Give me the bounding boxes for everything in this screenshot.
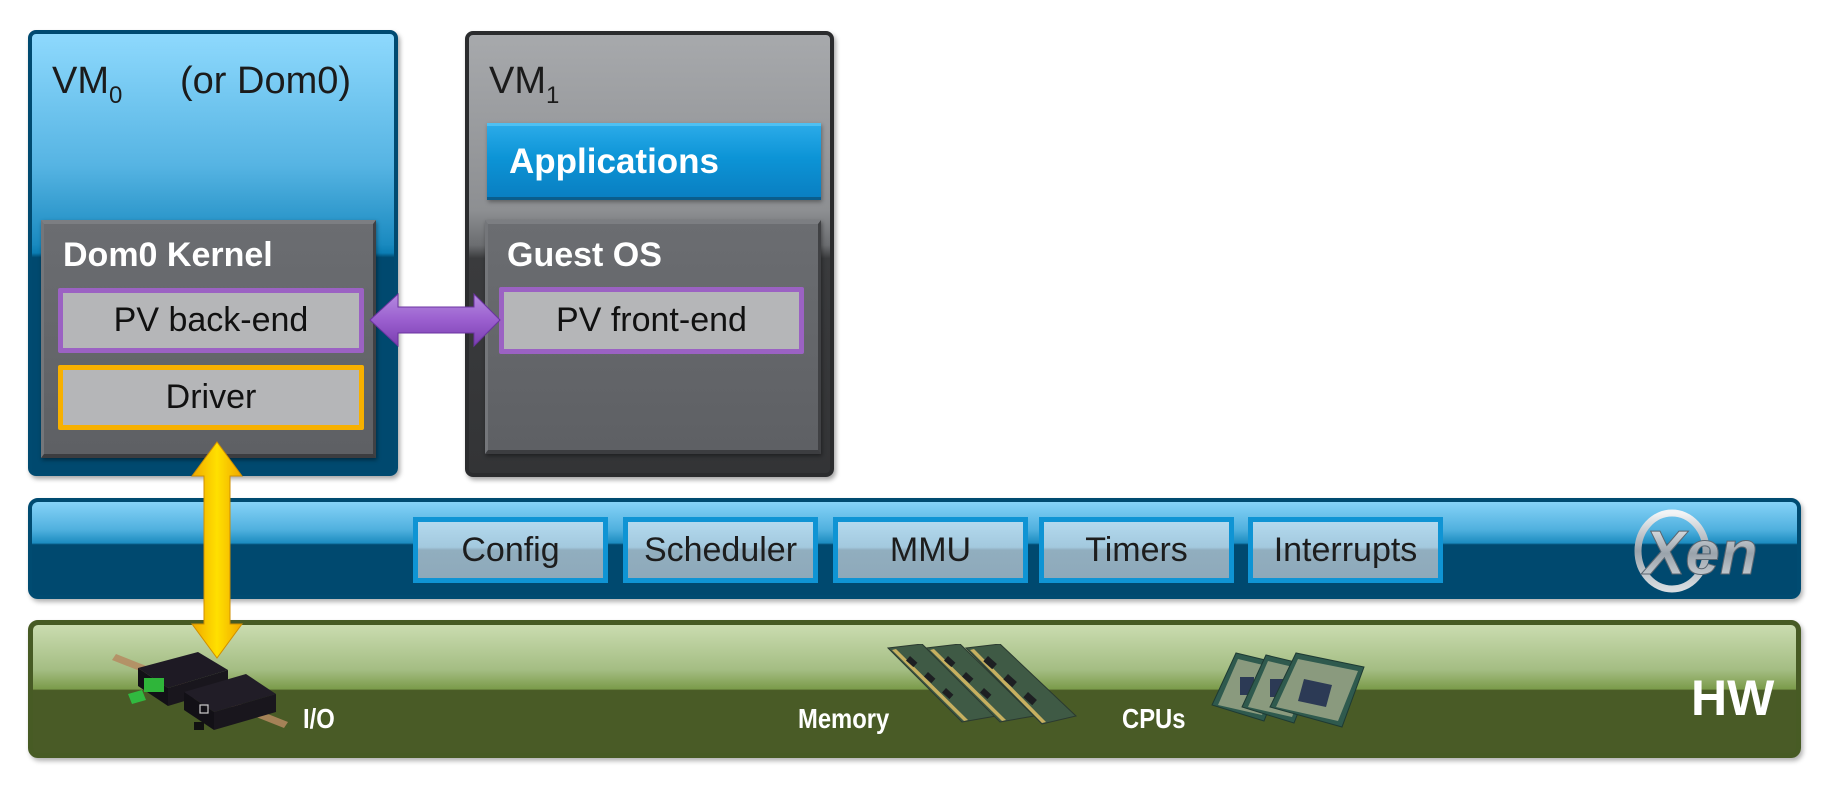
purple-double-arrow-icon <box>369 292 501 348</box>
vm1-title: VM1 <box>489 60 559 110</box>
xen-component-interrupts: Interrupts <box>1248 517 1443 583</box>
cpus-label: CPUs <box>1122 703 1186 734</box>
vm0-suffix: (or Dom0) <box>180 60 352 102</box>
pv-channel-arrow <box>369 292 501 348</box>
cpu-chips-icon <box>1211 652 1365 728</box>
xen-component-scheduler: Scheduler <box>623 517 818 583</box>
vm1-title-text: VM <box>489 60 546 102</box>
memory-label: Memory <box>798 703 890 734</box>
vm0-subscript: 0 <box>109 82 123 109</box>
dom0-kernel-title: Dom0 Kernel <box>63 236 273 274</box>
pv-backend-box: PV back-end <box>58 288 364 353</box>
xen-component-mmu: MMU <box>833 517 1028 583</box>
hardware-title: HW <box>1691 670 1775 726</box>
driver-io-arrow <box>191 441 243 659</box>
io-label: I/O <box>303 703 335 734</box>
driver-box: Driver <box>58 365 364 430</box>
vm0-title: VM0 <box>52 60 122 110</box>
hardware-bar <box>28 620 1801 758</box>
io-device-icon <box>112 652 288 730</box>
xen-logo-icon: Xen <box>1634 509 1758 593</box>
xen-component-config: Config <box>413 517 608 583</box>
memory-modules-icon <box>886 644 1078 725</box>
yellow-double-arrow-icon <box>191 441 243 659</box>
pv-frontend-box: PV front-end <box>499 287 804 354</box>
applications-box: Applications <box>487 123 821 200</box>
xen-component-timers: Timers <box>1039 517 1234 583</box>
xen-logo-text: Xen <box>1641 519 1758 588</box>
guest-os-title: Guest OS <box>507 236 662 274</box>
vm1-subscript: 1 <box>546 82 560 109</box>
vm0-title-text: VM <box>52 60 109 102</box>
